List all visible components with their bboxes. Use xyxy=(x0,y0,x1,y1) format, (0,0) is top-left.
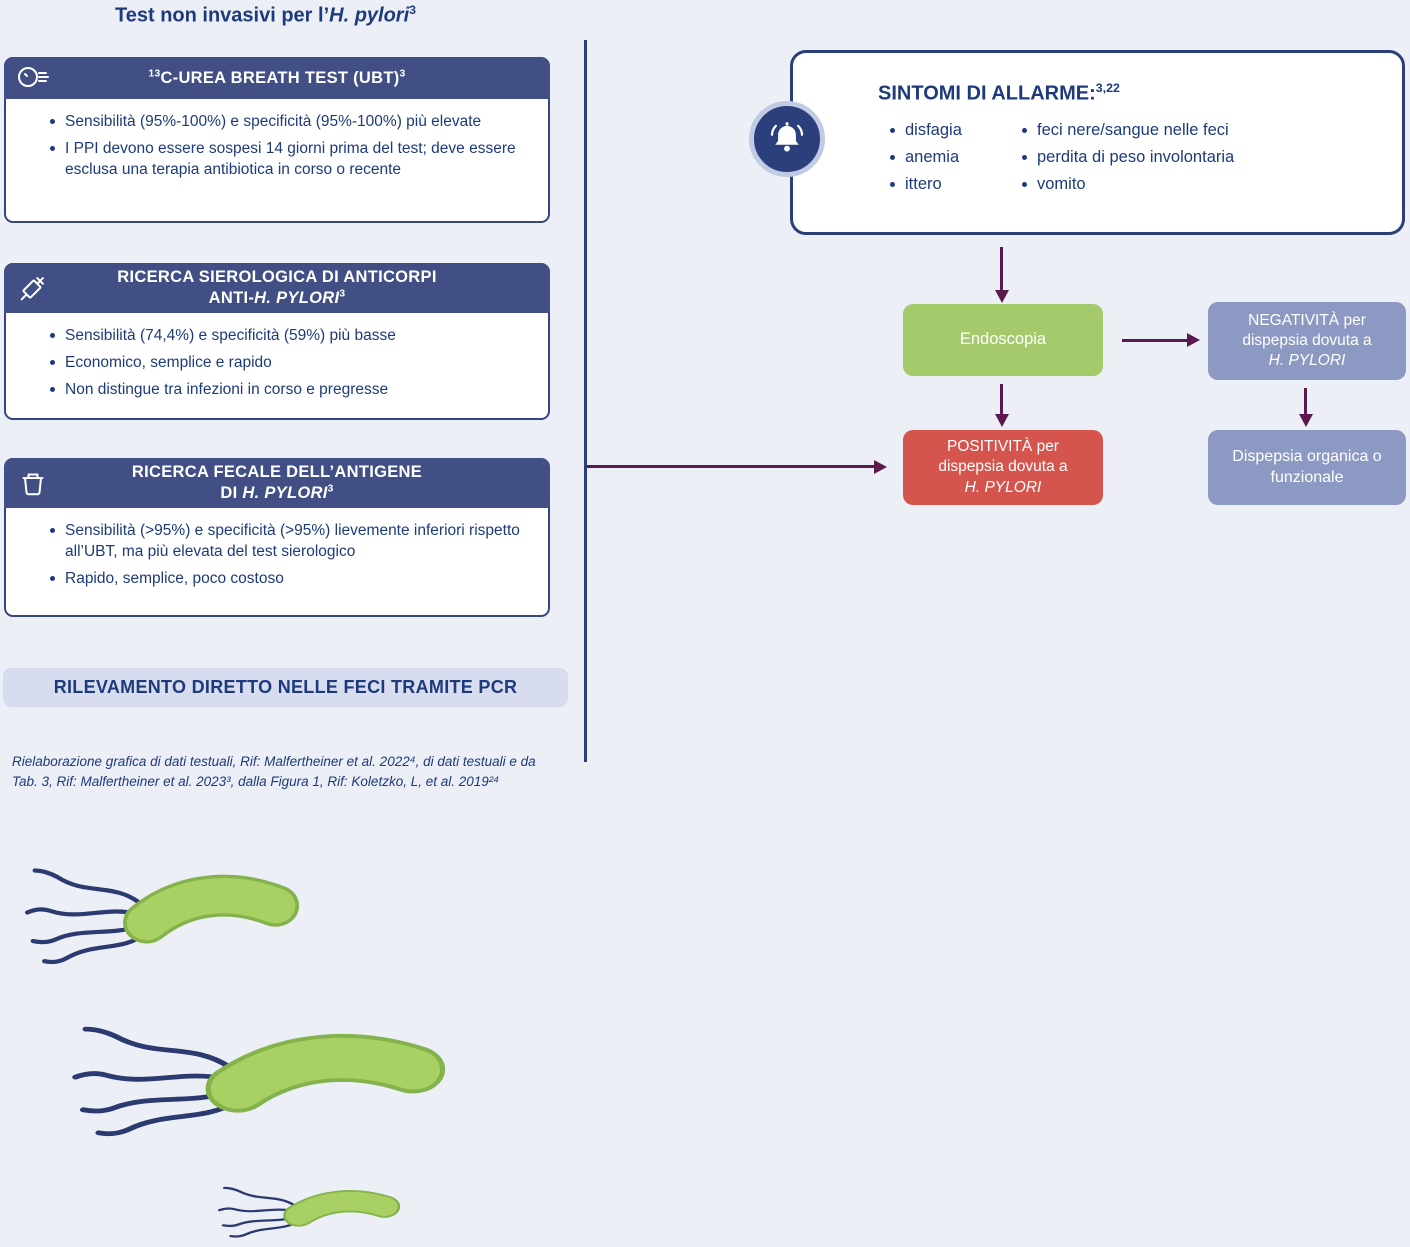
pcr-detection-pill: RILEVAMENTO DIRETTO NELLE FECI TRAMITE P… xyxy=(3,668,568,707)
endoscopy-box: Endoscopia xyxy=(903,304,1103,376)
citation-text: Rielaborazione grafica di dati testuali,… xyxy=(12,754,536,790)
bullet-item: Non distingue tra infezioni in corso e p… xyxy=(48,380,530,401)
bacterium-illustration xyxy=(60,1008,498,1152)
bullet-item: Sensibilità (95%-100%) e specificità (95… xyxy=(48,112,530,133)
card-bullets: Sensibilità (74,4%) e specificità (59%) … xyxy=(6,313,548,401)
card-header: RICERCA SIEROLOGICA DI ANTICORPI ANTI-H.… xyxy=(4,263,550,313)
card-urea-breath-test: 13C-UREA BREATH TEST (UBT)3 Sensibilità … xyxy=(4,57,550,223)
negativity-box: NEGATIVITÀ per dispepsia dovuta a H. PYL… xyxy=(1208,302,1406,380)
alarm-title: SINTOMI DI ALLARME:3,22 xyxy=(878,81,1120,105)
card-header: 13C-UREA BREATH TEST (UBT)3 xyxy=(4,57,550,99)
card-stool-antigen: RICERCA FECALE DELL’ANTIGENE DI H. PYLOR… xyxy=(4,458,550,617)
card-header: RICERCA FECALE DELL’ANTIGENE DI H. PYLOR… xyxy=(4,458,550,508)
divider-line xyxy=(584,40,587,762)
bacterium-illustration xyxy=(16,852,338,978)
bullet-item: Sensibilità (>95%) e specificità (>95%) … xyxy=(48,521,530,563)
bullet-item: Economico, semplice e rapido xyxy=(48,353,530,374)
alarm-symptoms-box: SINTOMI DI ALLARME:3,22 disfagia anemia … xyxy=(790,50,1405,235)
breath-face-icon xyxy=(15,60,51,96)
symptom-item: vomito xyxy=(1020,175,1234,194)
syringe-icon xyxy=(15,270,51,306)
card-bullets: Sensibilità (95%-100%) e specificità (95… xyxy=(6,99,548,181)
positivity-box: POSITIVITÀ per dispepsia dovuta a H. PYL… xyxy=(903,430,1103,505)
stool-container-icon xyxy=(15,465,51,501)
bacterium-illustration xyxy=(212,1178,426,1245)
bullet-item: Rapido, semplice, poco costoso xyxy=(48,569,530,590)
card-title: RICERCA FECALE DELL’ANTIGENE DI H. PYLOR… xyxy=(131,463,423,502)
page-title: Test non invasivi per l’H. pylori3 xyxy=(115,3,417,27)
alarm-bell-badge xyxy=(749,101,825,177)
card-title: 13C-UREA BREATH TEST (UBT)3 xyxy=(148,68,406,87)
symptom-item: feci nere/sangue nelle feci xyxy=(1020,121,1234,140)
bullet-item: I PPI devono essere sospesi 14 giorni pr… xyxy=(48,139,530,181)
bullet-item: Sensibilità (74,4%) e specificità (59%) … xyxy=(48,326,530,347)
bell-icon xyxy=(767,117,807,162)
symptom-item: disfagia xyxy=(888,121,962,140)
symptom-item: anemia xyxy=(888,148,962,167)
alarm-symptoms-column-1: disfagia anemia ittero xyxy=(888,121,962,202)
symptom-item: ittero xyxy=(888,175,962,194)
dyspepsia-box: Dispepsia organica o funzionale xyxy=(1208,430,1406,505)
card-bullets: Sensibilità (>95%) e specificità (>95%) … xyxy=(6,508,548,590)
card-title: RICERCA SIEROLOGICA DI ANTICORPI ANTI-H.… xyxy=(117,268,437,307)
symptom-item: perdita di peso involontaria xyxy=(1020,148,1234,167)
card-serology: RICERCA SIEROLOGICA DI ANTICORPI ANTI-H.… xyxy=(4,263,550,420)
alarm-symptoms-column-2: feci nere/sangue nelle feci perdita di p… xyxy=(1020,121,1234,202)
